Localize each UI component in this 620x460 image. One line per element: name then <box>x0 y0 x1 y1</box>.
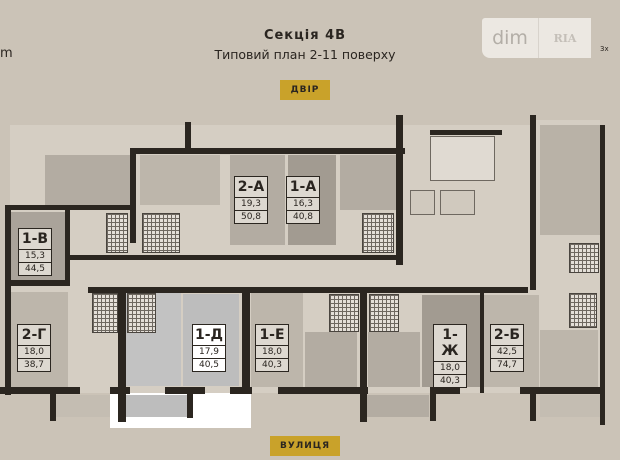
wall <box>118 287 126 422</box>
balcony <box>540 395 600 417</box>
wall <box>0 387 80 394</box>
bathroom <box>329 294 359 332</box>
total-area: 40,3 <box>434 374 466 387</box>
plan-subtitle: Типовий план 2-11 поверху <box>214 47 396 62</box>
living-area: 18,0 <box>434 361 466 374</box>
bathroom <box>127 293 156 333</box>
wall <box>165 387 205 394</box>
staircase <box>430 136 495 181</box>
total-area: 40,5 <box>193 358 225 371</box>
total-area: 50,8 <box>235 210 267 223</box>
wall <box>110 387 130 394</box>
wall <box>50 393 56 421</box>
wall <box>360 287 367 422</box>
street-badge: ВУЛИЦЯ <box>270 436 340 456</box>
living-area: 16,3 <box>287 197 319 210</box>
wall <box>530 393 536 421</box>
wall <box>5 205 11 395</box>
room <box>140 155 220 205</box>
total-area: 38,7 <box>18 358 50 371</box>
wall <box>396 115 403 265</box>
apartment-id: 2-А <box>237 179 265 195</box>
wall <box>130 148 136 243</box>
courtyard-badge: ДВІР <box>280 80 330 100</box>
apartment-id: 1-А <box>289 179 317 195</box>
wall <box>135 148 405 154</box>
apartment-id: 1-В <box>21 231 49 247</box>
living-area: 15,3 <box>19 249 51 262</box>
room <box>305 332 357 387</box>
living-area: 17,9 <box>193 345 225 358</box>
balcony <box>122 395 187 417</box>
room <box>368 332 420 387</box>
wall <box>65 210 70 285</box>
wall <box>278 387 368 394</box>
living-area: 18,0 <box>256 345 288 358</box>
cropped-text-left: m <box>0 46 13 61</box>
bathroom <box>92 293 118 333</box>
total-area: 74,7 <box>491 358 523 371</box>
apartment-id: 2-Г <box>21 327 47 343</box>
wall <box>88 287 528 293</box>
room <box>540 125 600 235</box>
wall <box>520 387 600 394</box>
bathroom <box>106 213 128 253</box>
section-title: Секція 4В <box>263 28 347 43</box>
living-area: 18,0 <box>18 345 50 358</box>
bathroom <box>569 293 597 328</box>
wall <box>70 255 400 260</box>
total-area: 40,8 <box>287 210 319 223</box>
wall <box>10 280 70 286</box>
elevator <box>410 190 435 215</box>
wall <box>430 387 460 394</box>
logo-dim: dim <box>482 18 539 58</box>
bathroom <box>369 294 399 332</box>
elevator <box>440 190 475 215</box>
wall <box>10 205 135 210</box>
dimria-logo[interactable]: dim RIA <box>482 18 591 58</box>
cropped-text-right: 3x <box>600 45 609 53</box>
wall <box>430 130 502 135</box>
bathroom <box>569 243 599 273</box>
room <box>540 330 598 387</box>
bathroom <box>142 213 180 253</box>
room <box>340 155 398 210</box>
balcony <box>55 395 110 417</box>
wall <box>187 393 193 418</box>
apartment-id: 1-Д <box>194 327 224 343</box>
wall <box>230 387 252 394</box>
total-area: 40,3 <box>256 358 288 371</box>
living-area: 19,3 <box>235 197 267 210</box>
total-area: 44,5 <box>19 262 51 275</box>
bathroom <box>362 213 394 253</box>
room <box>45 155 130 210</box>
balcony <box>365 395 429 417</box>
apartment-id: 1-Ж <box>441 327 459 359</box>
apartment-id: 2-Б <box>493 327 521 343</box>
wall <box>185 122 191 152</box>
wall <box>600 125 605 425</box>
wall <box>430 393 436 421</box>
apartment-id: 1-Е <box>259 327 285 343</box>
wall <box>480 293 484 393</box>
wall <box>242 287 250 387</box>
living-area: 42,5 <box>491 345 523 358</box>
wall <box>530 115 536 290</box>
logo-ria: RIA <box>553 31 577 45</box>
